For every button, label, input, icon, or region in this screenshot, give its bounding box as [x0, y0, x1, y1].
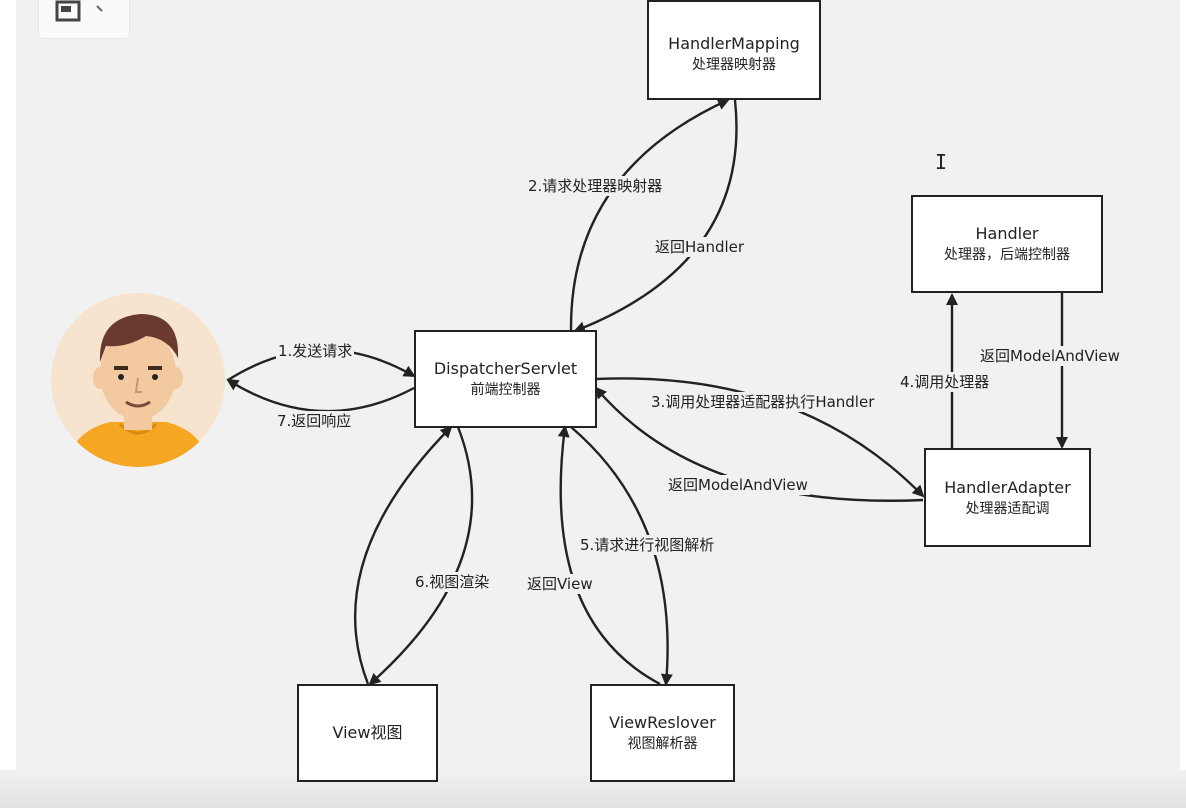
handler-subtitle: 处理器，后端控制器: [944, 247, 1070, 263]
edge-return-handler: [573, 99, 738, 333]
edge-return-view: [557, 425, 661, 686]
handler-adapter-node[interactable]: HandlerAdapter 处理器适配调: [924, 448, 1091, 547]
edge-request-view-resolve: [570, 426, 673, 686]
view-title: View视图: [332, 723, 403, 742]
label-return-mav-handler: 返回ModelAndView: [978, 346, 1122, 366]
dispatcher-subtitle: 前端控制器: [470, 382, 541, 398]
edge-return-response: [226, 378, 415, 413]
user-avatar-icon: [51, 293, 225, 467]
label-call-handler: 4.调用处理器: [898, 372, 992, 392]
edge-request-mapping: [569, 98, 730, 331]
text-cursor-icon: I: [935, 150, 948, 174]
handler-node[interactable]: Handler 处理器，后端控制器: [911, 195, 1103, 293]
label-request-mapping: 2.请求处理器映射器: [526, 176, 665, 196]
handler-mapping-node[interactable]: HandlerMapping 处理器映射器: [647, 0, 821, 100]
left-margin: [0, 0, 16, 808]
handler-adapter-title: HandlerAdapter: [944, 477, 1071, 497]
handler-title: Handler: [975, 224, 1039, 243]
image-icon[interactable]: [39, 0, 129, 38]
edge-render-view: [353, 425, 453, 685]
right-margin: [1180, 0, 1186, 808]
label-request-view-resolve: 5.请求进行视图解析: [578, 535, 717, 555]
handler-adapter-subtitle: 处理器适配调: [965, 500, 1050, 517]
toolbar-chip[interactable]: [38, 0, 130, 39]
view-node[interactable]: View视图: [297, 684, 438, 782]
label-render-view: 6.视图渲染: [413, 572, 492, 592]
handler-mapping-subtitle: 处理器映射器: [692, 57, 776, 73]
edge-render-view-return: [368, 426, 474, 686]
label-return-mav-adapter: 返回ModelAndView: [666, 475, 810, 495]
view-resolver-title: ViewReslover: [609, 713, 716, 732]
dispatcher-title: DispatcherServlet: [433, 359, 578, 378]
view-resolver-subtitle: 视图解析器: [627, 736, 698, 752]
label-call-adapter: 3.调用处理器适配器执行Handler: [649, 392, 877, 412]
label-return-view: 返回View: [525, 574, 595, 594]
label-return-handler: 返回Handler: [653, 237, 747, 257]
dispatcher-servlet-node[interactable]: DispatcherServlet 前端控制器: [414, 330, 597, 428]
view-resolver-node[interactable]: ViewReslover 视图解析器: [590, 684, 735, 782]
label-return-response: 7.返回响应: [275, 411, 354, 431]
label-send-request: 1.发送请求: [276, 341, 355, 361]
handler-mapping-title: HandlerMapping: [668, 34, 800, 53]
